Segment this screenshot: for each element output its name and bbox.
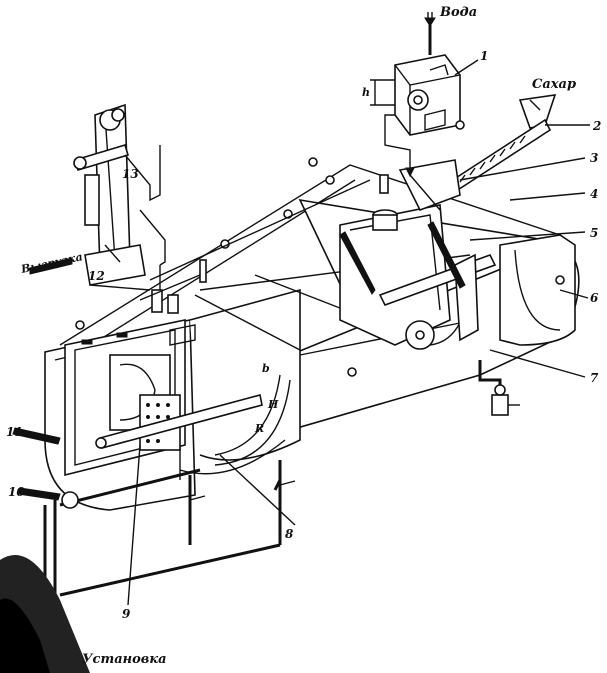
right-chamber (339, 204, 497, 350)
callout-8: 8 (285, 527, 294, 541)
dim-R: R (254, 422, 264, 435)
callout-leaders (104, 59, 590, 606)
callout-7: 7 (590, 371, 599, 385)
callout-3: 3 (590, 151, 598, 165)
callout-5: 5 (590, 226, 598, 240)
callout-4: 4 (590, 187, 598, 201)
shading (0, 555, 90, 673)
water-doser (370, 12, 461, 178)
sugar-label: Сахар (532, 77, 576, 92)
piping (12, 360, 520, 610)
extract-label: Выгрузка (19, 250, 84, 276)
callouts: 1 2 3 4 5 6 7 8 9 10 11 12 13 (6, 49, 601, 621)
callout-11: 11 (6, 425, 23, 439)
callout-10: 10 (8, 485, 25, 499)
unit-label: Установка (82, 652, 167, 667)
callout-13: 13 (122, 167, 139, 181)
callout-12: 12 (88, 269, 105, 283)
dim-b: b (262, 362, 270, 375)
dim-H: H (267, 398, 279, 411)
sugar-feeder (398, 94, 557, 212)
callout-6: 6 (590, 291, 599, 305)
extraction-lift (29, 103, 166, 290)
callout-2: 2 (592, 119, 601, 133)
valves (75, 120, 565, 377)
left-chamber (64, 319, 263, 477)
callout-1: 1 (480, 49, 488, 63)
dim-h: h (362, 86, 370, 99)
water-label: Вода (439, 5, 477, 20)
callout-9: 9 (122, 607, 131, 621)
